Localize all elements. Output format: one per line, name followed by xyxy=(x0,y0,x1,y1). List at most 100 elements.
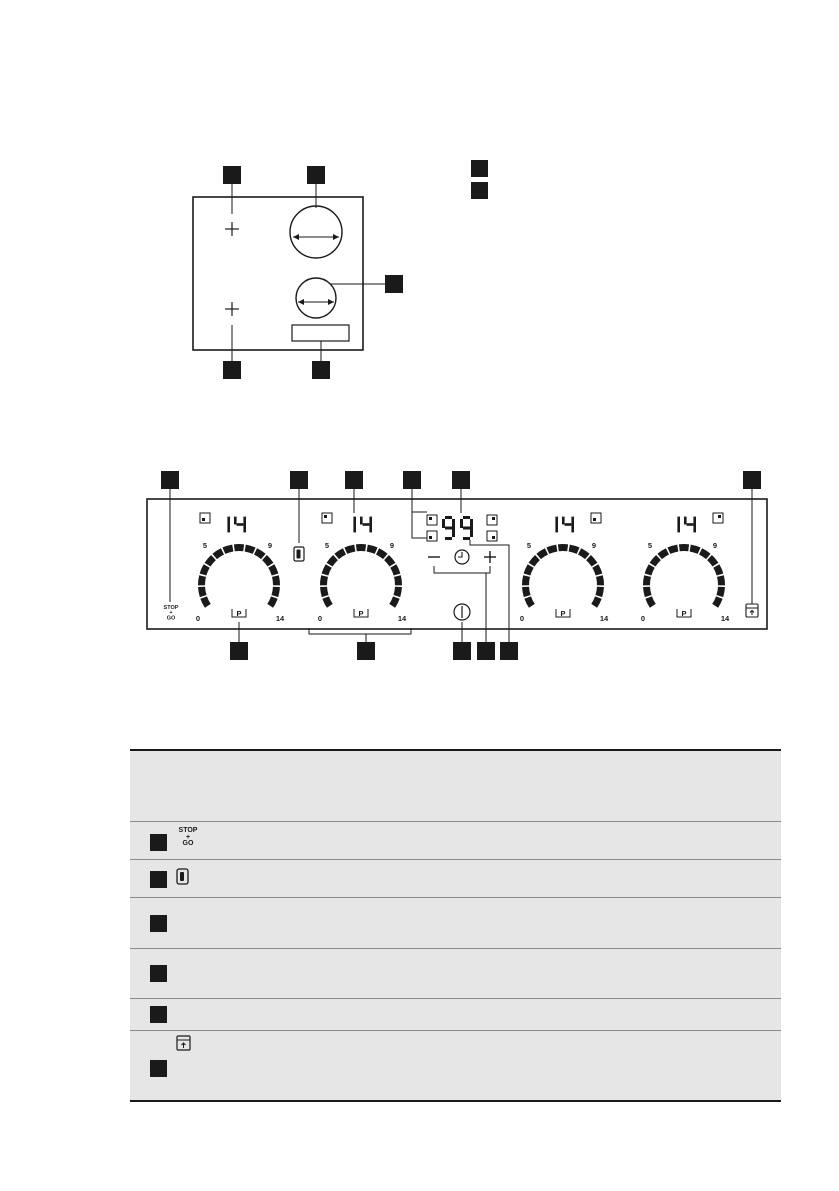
slider-segment[interactable] xyxy=(643,586,652,598)
power-boost-button[interactable]: P xyxy=(231,609,247,618)
slider-segment[interactable] xyxy=(272,575,280,586)
slider-segment[interactable] xyxy=(267,596,278,608)
slider-segment[interactable] xyxy=(546,544,558,554)
power-boost-button[interactable]: P xyxy=(353,609,369,618)
table-cell xyxy=(193,948,457,999)
slider-segment[interactable] xyxy=(592,564,603,576)
slider-segment[interactable] xyxy=(521,575,530,586)
digit-9 xyxy=(460,516,473,540)
slider-segment[interactable] xyxy=(254,548,266,560)
slider-segment[interactable] xyxy=(244,544,256,554)
digit-4 xyxy=(360,516,372,533)
timer-indicator-bottom-right xyxy=(486,530,498,542)
slider-segment[interactable] xyxy=(657,548,669,560)
slider-segment[interactable] xyxy=(389,596,400,608)
table-cell xyxy=(193,1030,457,1102)
lock-button[interactable] xyxy=(745,603,759,618)
slider-segment[interactable] xyxy=(355,544,367,552)
slider-segment[interactable] xyxy=(376,548,388,560)
slider-segment[interactable] xyxy=(334,548,346,560)
slider-segment[interactable] xyxy=(262,554,274,567)
slider-segment[interactable] xyxy=(717,575,725,586)
scale-label-5: 5 xyxy=(203,541,207,550)
slider-segment[interactable] xyxy=(523,564,534,576)
table-cell xyxy=(455,821,781,860)
slider-segment[interactable] xyxy=(568,544,580,554)
table-cell xyxy=(130,859,194,898)
slider-segment[interactable] xyxy=(644,564,655,576)
slider-segment[interactable] xyxy=(393,586,402,598)
table-cell: STOP + GO xyxy=(130,821,197,860)
stop-go-button[interactable]: STOP + GO xyxy=(164,605,179,622)
slider-segment[interactable] xyxy=(199,564,210,576)
slider-segment[interactable] xyxy=(716,586,725,598)
zone-indicator xyxy=(590,512,602,524)
callout-badge xyxy=(312,361,330,379)
power-button[interactable] xyxy=(453,603,471,621)
slider-segment[interactable] xyxy=(200,596,211,608)
table-row xyxy=(130,897,781,949)
digit-4 xyxy=(684,516,696,533)
svg-text:+: + xyxy=(169,610,172,616)
slider-segment[interactable] xyxy=(596,575,604,586)
slider-segment[interactable] xyxy=(649,554,661,567)
power-boost-button[interactable]: P xyxy=(555,609,571,618)
slider-segment[interactable] xyxy=(557,543,569,552)
power-icon xyxy=(453,603,471,621)
zone-level-display xyxy=(353,516,372,533)
callout-badge xyxy=(230,642,248,660)
slider-segment[interactable] xyxy=(344,544,356,554)
slider-segment[interactable] xyxy=(689,544,701,554)
slider-segment[interactable] xyxy=(707,554,719,567)
slider-segment[interactable] xyxy=(645,596,656,608)
callout-badge xyxy=(161,471,179,489)
callout-badge xyxy=(477,642,495,660)
scale-label-9: 9 xyxy=(390,541,394,550)
table-header-row xyxy=(130,750,781,822)
slider-segment[interactable] xyxy=(699,548,711,560)
slider-segment[interactable] xyxy=(198,575,206,586)
slider-segment[interactable] xyxy=(198,586,207,598)
slider-segment[interactable] xyxy=(204,554,216,567)
power-level-slider[interactable] xyxy=(521,543,604,608)
slider-segment[interactable] xyxy=(212,548,224,560)
slider-segment[interactable] xyxy=(642,575,651,586)
slider-segment[interactable] xyxy=(233,544,245,552)
slider-segment[interactable] xyxy=(320,586,329,598)
slider-segment[interactable] xyxy=(322,596,333,608)
slider-segment[interactable] xyxy=(536,548,548,560)
slider-segment[interactable] xyxy=(522,586,531,598)
slider-segment[interactable] xyxy=(321,564,332,576)
slider-segment[interactable] xyxy=(271,586,280,598)
bridge-button[interactable] xyxy=(293,546,305,562)
slider-segment[interactable] xyxy=(390,564,401,576)
slider-segment[interactable] xyxy=(524,596,535,608)
slider-segment[interactable] xyxy=(528,554,540,567)
slider-segment[interactable] xyxy=(326,554,338,567)
power-level-slider[interactable] xyxy=(198,544,280,608)
slider-segment[interactable] xyxy=(268,564,279,576)
slider-segment[interactable] xyxy=(591,596,602,608)
timer-plus-button[interactable] xyxy=(484,551,496,563)
slider-segment[interactable] xyxy=(578,548,590,560)
slider-segment[interactable] xyxy=(222,544,234,554)
digit-1 xyxy=(677,516,680,533)
power-level-slider[interactable] xyxy=(320,544,402,608)
slider-segment[interactable] xyxy=(678,544,690,552)
slider-segment[interactable] xyxy=(712,596,723,608)
timer-clock-button[interactable] xyxy=(454,549,470,565)
power-level-slider[interactable] xyxy=(642,544,725,608)
table-cell xyxy=(130,897,194,949)
scale-label-9: 9 xyxy=(592,541,596,550)
slider-segment[interactable] xyxy=(667,544,679,554)
slider-segment[interactable] xyxy=(586,554,598,567)
zone-level-display xyxy=(555,516,574,533)
slider-segment[interactable] xyxy=(394,575,402,586)
slider-segment[interactable] xyxy=(384,554,396,567)
slider-segment[interactable] xyxy=(713,564,724,576)
slider-segment[interactable] xyxy=(366,544,378,554)
power-boost-button[interactable]: P xyxy=(676,609,692,618)
scale-label-5: 5 xyxy=(648,541,652,550)
slider-segment[interactable] xyxy=(320,575,328,586)
slider-segment[interactable] xyxy=(595,586,604,598)
